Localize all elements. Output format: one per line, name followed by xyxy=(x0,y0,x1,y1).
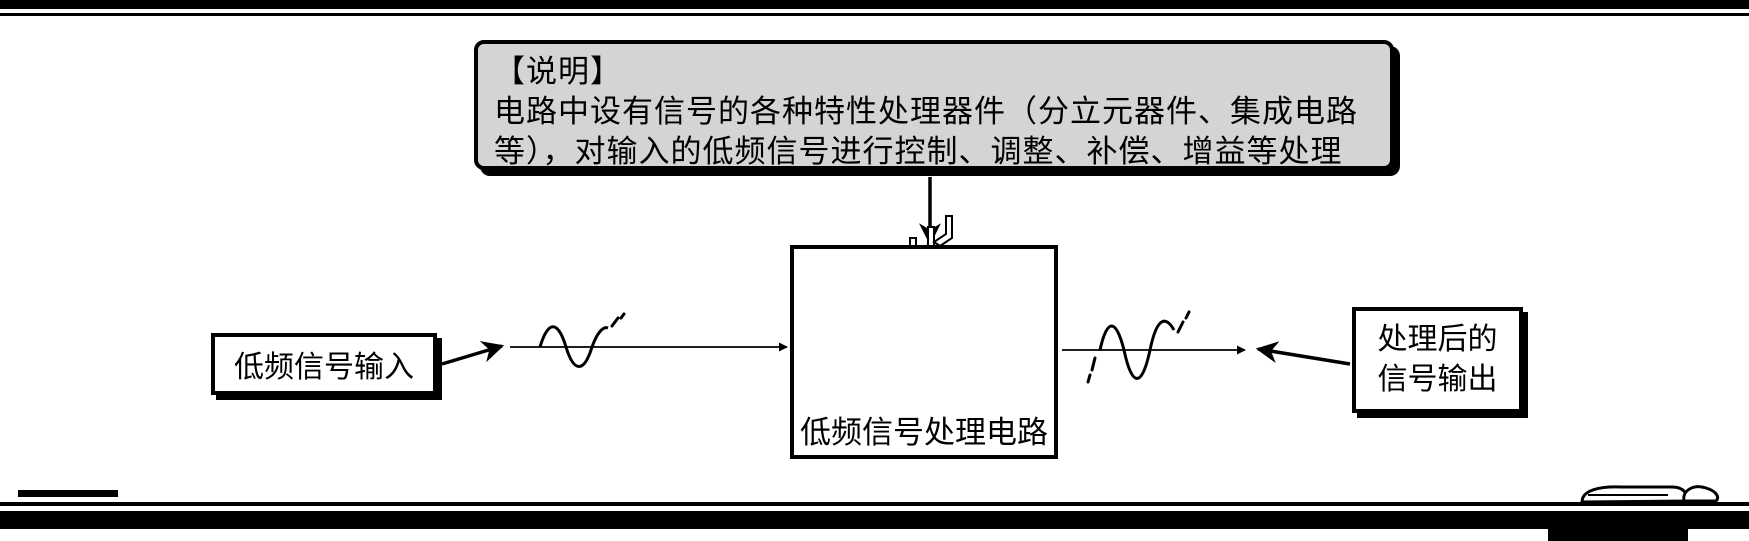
output-wave-icon xyxy=(1086,310,1191,384)
note-line-2: 等），对输入的低频信号进行控制、调整、补偿、增益等处理 xyxy=(494,134,1343,170)
note-line-1: 电路中设有信号的各种特性处理器件（分立元器件、集成电路 xyxy=(494,94,1358,130)
top-border-line xyxy=(0,13,1749,16)
input-arrow xyxy=(441,341,505,366)
top-border-bar xyxy=(0,0,1749,9)
input-signal-box: 低频信号输入 xyxy=(211,333,437,395)
processing-circuit-label: 低频信号处理电路 xyxy=(800,415,1048,451)
output-signal-box: 处理后的 信号输出 xyxy=(1352,307,1523,413)
processing-circuit-box: 低频信号处理电路 xyxy=(790,245,1058,459)
note-heading: 【说明】 xyxy=(494,54,622,90)
input-wave-icon xyxy=(538,312,626,368)
bottom-border-line xyxy=(0,502,1749,506)
description-note: 【说明】 电路中设有信号的各种特性处理器件（分立元器件、集成电路 等），对输入的… xyxy=(474,40,1394,170)
pencil-icon xyxy=(1580,485,1720,504)
output-label-line-1: 处理后的 xyxy=(1377,322,1498,357)
output-arrow xyxy=(1255,341,1351,366)
bottom-border-bar xyxy=(0,511,1749,529)
bottom-right-block xyxy=(1548,529,1688,541)
bottom-left-dash xyxy=(18,490,118,497)
output-label-line-2: 信号输出 xyxy=(1377,362,1498,397)
input-signal-label: 低频信号输入 xyxy=(234,350,414,385)
